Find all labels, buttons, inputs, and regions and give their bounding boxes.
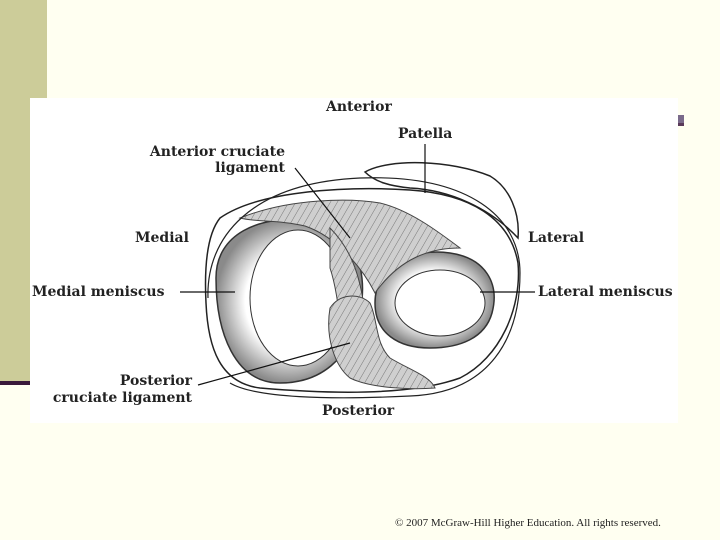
accent-square [676,115,684,123]
knee-menisci-figure: Anterior Patella Anterior cruciate ligam… [30,98,678,423]
label-pcl-line1: Posterior [119,373,192,389]
label-patella: Patella [398,126,453,142]
posterior-cruciate-ligament [328,295,436,390]
anterior-cruciate-ligament [238,199,462,294]
label-anterior: Anterior [326,99,392,115]
accent-square-lower [676,123,684,126]
label-posterior: Posterior [322,403,395,419]
capsule-outline [207,177,521,399]
label-acl-line2: ligament [215,160,285,176]
label-lateral: Lateral [528,230,585,246]
knee-illustration [180,144,535,399]
copyright-notice: © 2007 McGraw-Hill Higher Education. All… [395,517,661,529]
label-pcl-line2: cruciate ligament [52,390,192,406]
patella-outline [363,161,519,240]
leader-acl [294,167,351,239]
leader-pcl [197,342,351,386]
slide-rule [0,381,47,385]
lateral-meniscus-hole [394,269,486,337]
label-medial: Medial [135,230,189,246]
label-lateral-meniscus: Lateral meniscus [538,284,673,300]
label-medial-meniscus: Medial meniscus [32,284,165,300]
label-acl-line1: Anterior cruciate [149,144,285,160]
